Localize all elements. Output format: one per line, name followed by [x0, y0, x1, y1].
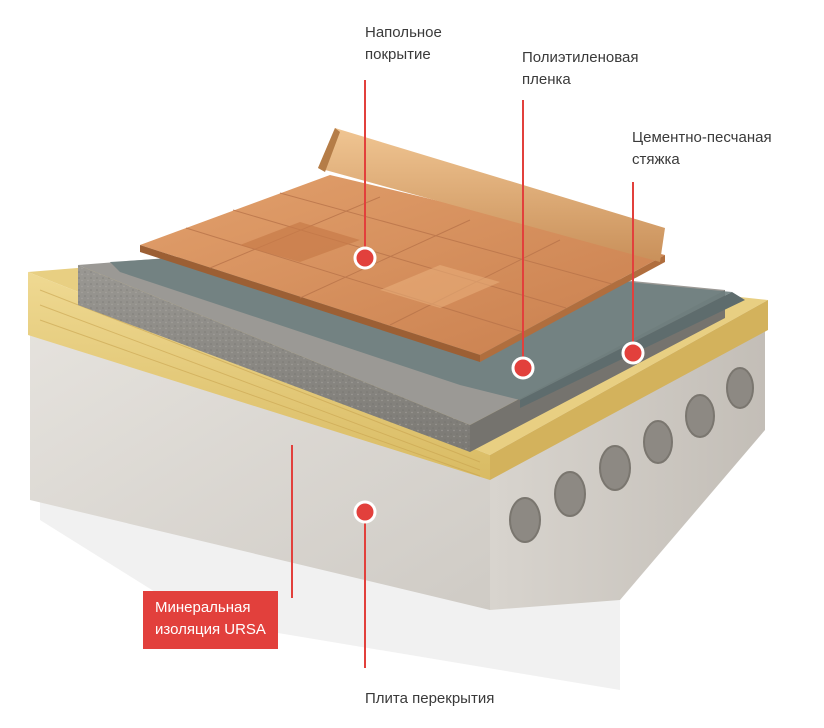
insulation-fibers — [39, 289, 481, 477]
floor-covering-boards — [140, 175, 665, 355]
floor-covering-edge-side — [480, 255, 665, 362]
marker-dots — [353, 246, 645, 524]
marker-pe-film — [511, 356, 535, 380]
insulation-side — [490, 300, 768, 480]
leader-lines — [291, 80, 634, 668]
label-pe-film: Полиэтиленовая пленка — [522, 49, 639, 88]
label-mineral-insulation: Минеральная изоляция URSA — [143, 591, 278, 649]
marker-screed — [621, 341, 645, 365]
marker-slab — [353, 500, 377, 524]
label-screed: Цементно-песчаная стяжка — [632, 129, 772, 168]
skirting-molding — [318, 128, 665, 262]
slab-hollow-cores — [509, 367, 754, 543]
skirting-molding-end — [318, 128, 340, 172]
slab-front-face — [30, 330, 490, 610]
floor-covering-edge — [140, 245, 480, 362]
label-slab: Плита перекрытия — [365, 690, 495, 707]
marker-floor-covering — [353, 246, 377, 270]
floor-board-dark — [240, 222, 360, 262]
label-floor-covering: Напольное покрытие — [365, 24, 442, 63]
floor-board-light — [380, 265, 500, 308]
screed-texture — [78, 265, 470, 452]
